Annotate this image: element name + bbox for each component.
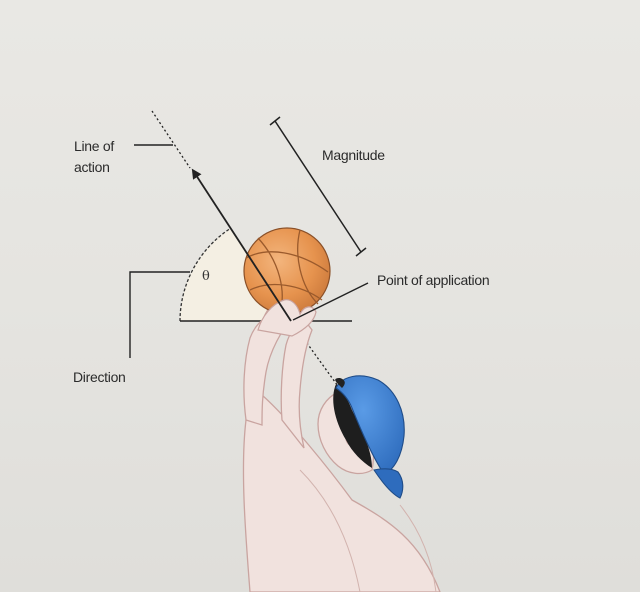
- player-cap: [335, 375, 405, 475]
- player-figure: [242, 295, 441, 592]
- line-of-action-label-line1: Line of: [74, 138, 114, 154]
- angle-arc: [179, 227, 232, 322]
- force-arrow: [191, 168, 292, 322]
- player-cap-brim: [373, 468, 404, 499]
- line-of-action-label-line2: action: [74, 159, 110, 175]
- point-of-application-label: Point of application: [377, 272, 489, 288]
- magnitude-label: Magnitude: [322, 147, 385, 163]
- player-chest-line: [299, 469, 361, 592]
- angle-theta-label: θ: [202, 269, 210, 284]
- point-of-application-leader: [292, 282, 369, 321]
- magnitude-line: [274, 120, 362, 253]
- basketball-seams: [245, 229, 329, 313]
- player-right-arm: [280, 321, 313, 449]
- player-hair: [333, 384, 372, 468]
- direction-label: Direction: [73, 369, 126, 385]
- player-shoulder-line: [399, 504, 437, 592]
- magnitude-tick-bottom: [355, 247, 367, 257]
- player-hand-front: [257, 299, 317, 337]
- player-cap-band: [335, 378, 345, 388]
- basketball: [243, 227, 331, 315]
- direction-leader: [129, 271, 190, 358]
- line-of-action-dotted-top: [151, 110, 191, 169]
- magnitude-tick-top: [269, 116, 281, 126]
- player-head: [317, 375, 405, 499]
